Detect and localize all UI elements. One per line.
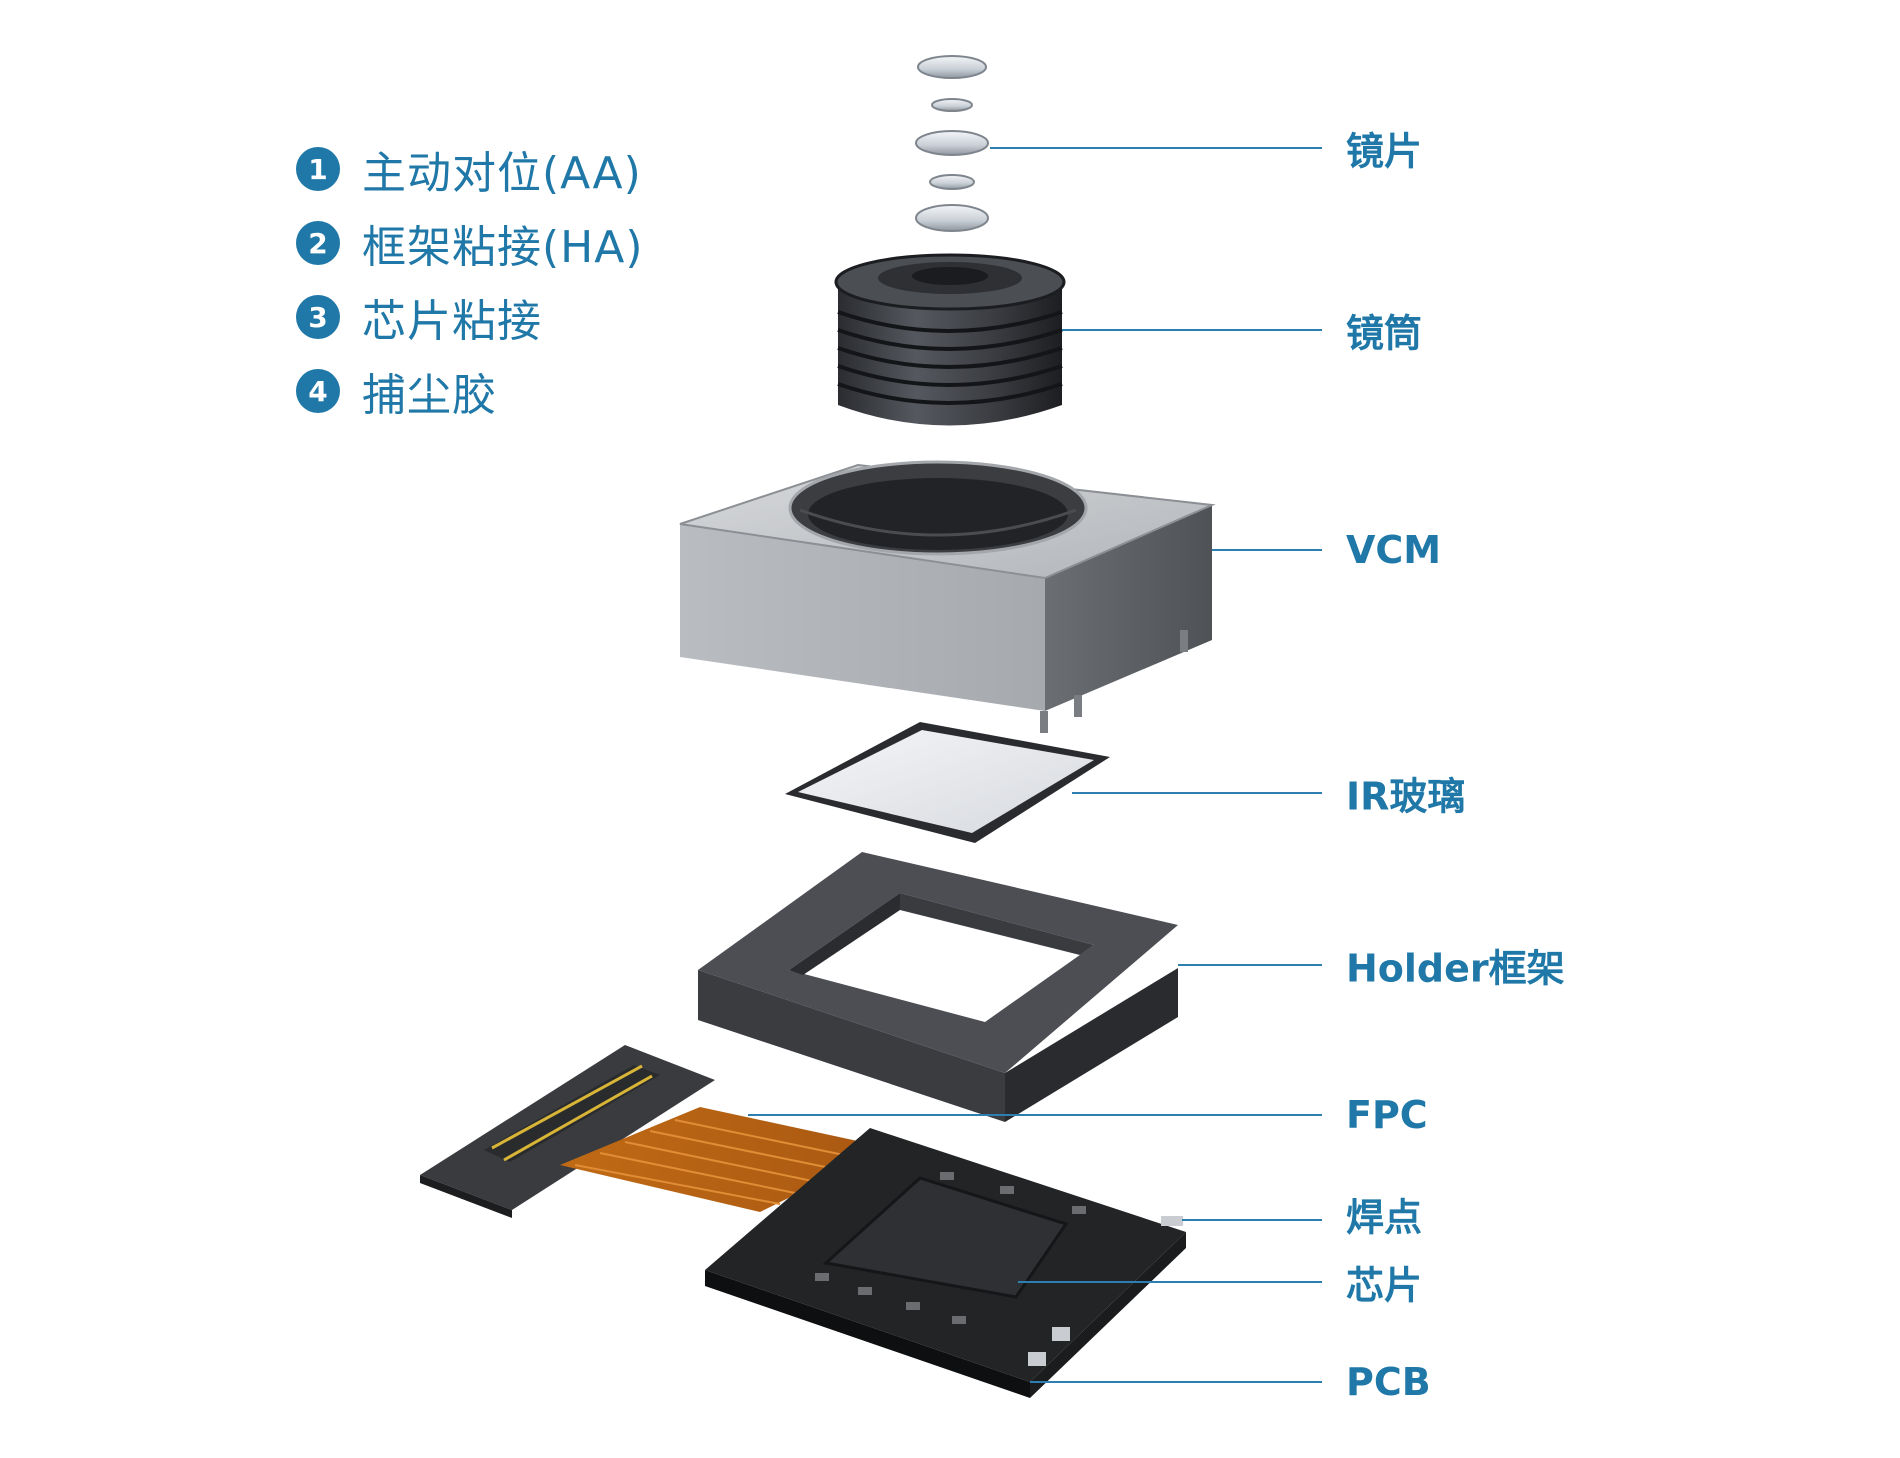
label-pcb: PCB [1346,1360,1431,1404]
lens-stack [915,55,989,232]
label-ir-glass: IR玻璃 [1346,774,1466,819]
step-number-badge: 2 [296,221,340,265]
step-number-badge: 1 [296,147,340,191]
label-solder: 焊点 [1346,1195,1423,1240]
label-barrel: 镜筒 [1346,311,1423,356]
step-number-badge: 4 [296,369,340,413]
lens-element [915,130,989,156]
label-fpc: FPC [1346,1093,1428,1137]
leader-lines [748,147,1322,1383]
label-holder: Holder框架 [1346,946,1565,991]
process-legend: 1 主动对位(AA) 2 框架粘接(HA) 3 芯片粘接 4 捕尘胶 [296,132,644,428]
legend-label: 主动对位(AA) [362,148,642,199]
legend-item-ha: 2 框架粘接(HA) [296,206,644,280]
legend-item-dust-glue: 4 捕尘胶 [296,354,644,428]
vcm-block [679,460,1216,733]
holder-frame [698,852,1178,1122]
legend-label: 框架粘接(HA) [362,222,644,273]
lens-barrel [834,253,1066,426]
pcb-board [705,1128,1186,1398]
lens-element [915,204,989,232]
legend-label: 捕尘胶 [362,370,497,421]
legend-label: 芯片粘接 [362,296,542,347]
lens-element [917,55,987,79]
step-number-badge: 3 [296,295,340,339]
label-lens: 镜片 [1346,129,1423,174]
fpc-connector [420,1045,715,1218]
legend-item-aa: 1 主动对位(AA) [296,132,644,206]
label-chip: 芯片 [1346,1263,1423,1308]
lens-element [929,174,975,190]
ir-glass [785,722,1110,843]
legend-item-chip-bonding: 3 芯片粘接 [296,280,644,354]
lens-element [931,98,973,112]
label-vcm: VCM [1346,528,1442,572]
